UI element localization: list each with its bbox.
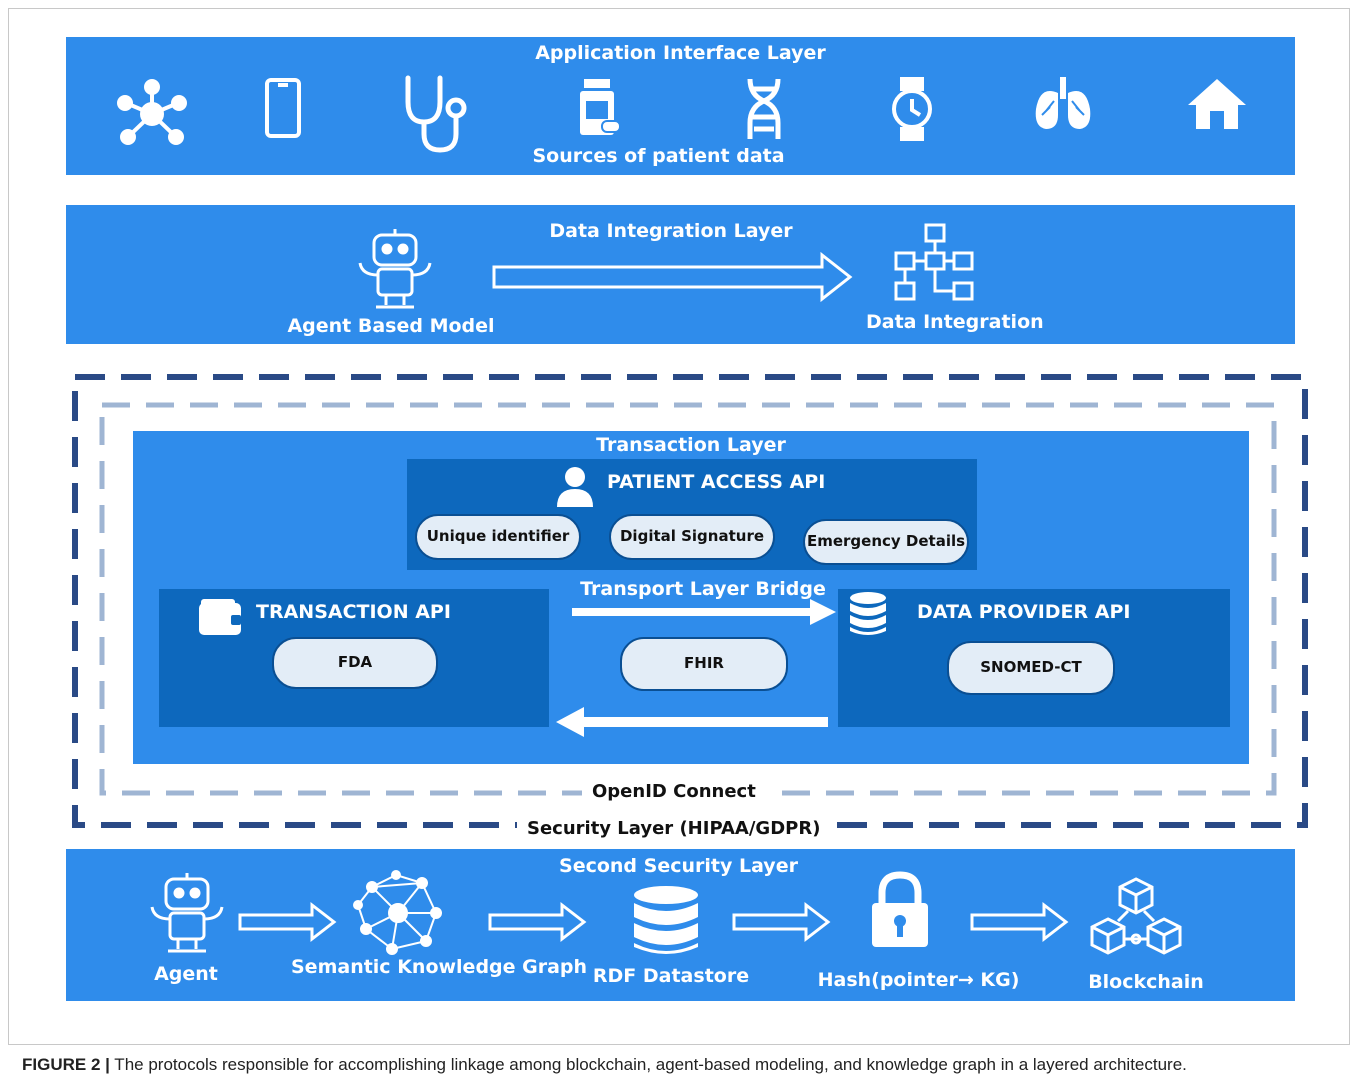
agent-based-model-label: Agent Based Model xyxy=(287,315,495,337)
figure-caption: FIGURE 2 | The protocols responsible for… xyxy=(22,1055,1187,1075)
transport-bridge-title: Transport Layer Bridge xyxy=(580,578,826,600)
hash-pointer-label: Hash(pointer→ KG) xyxy=(817,969,1020,991)
user-icon xyxy=(555,465,595,507)
smartphone-icon xyxy=(264,77,302,139)
patient-access-api: PATIENT ACCESS API Unique identifier Dig… xyxy=(407,459,977,570)
database-icon xyxy=(632,885,700,959)
fhir-pill: FHIR xyxy=(620,637,788,691)
layer-title: Second Security Layer xyxy=(559,855,798,877)
digital-signature-pill: Digital Signature xyxy=(609,514,775,560)
wallet-icon xyxy=(197,597,243,637)
right-arrow-icon xyxy=(570,597,838,627)
application-interface-layer: Application Interface Layer Sources of p… xyxy=(66,37,1295,175)
robot-icon xyxy=(146,871,228,955)
layer-title: Data Integration Layer xyxy=(549,220,793,242)
home-icon xyxy=(1186,77,1248,131)
right-arrow-icon xyxy=(732,901,832,943)
security-layer-label: Security Layer (HIPAA/GDPR) xyxy=(517,818,831,839)
layer-title: Application Interface Layer xyxy=(535,42,826,64)
unique-identifier-pill: Unique identifier xyxy=(415,514,581,560)
flowchart-icon xyxy=(894,223,978,305)
blockchain-icon xyxy=(1090,877,1182,959)
database-icon xyxy=(848,591,888,637)
blockchain-label: Blockchain xyxy=(1088,971,1204,993)
patient-access-api-title: PATIENT ACCESS API xyxy=(607,471,826,493)
right-arrow-icon xyxy=(238,901,338,943)
rdf-datastore-label: RDF Datastore xyxy=(592,965,750,987)
right-arrow-icon xyxy=(488,901,588,943)
data-integration-label: Data Integration xyxy=(866,311,1044,333)
medicine-bottle-icon xyxy=(578,77,622,139)
fda-pill: FDA xyxy=(272,637,438,689)
lungs-icon xyxy=(1032,75,1094,133)
security-layer-frame xyxy=(70,372,1310,830)
knowledge-graph-icon xyxy=(352,869,444,955)
figure-frame xyxy=(8,8,1350,1045)
snomed-ct-pill: SNOMED-CT xyxy=(947,641,1115,695)
agent-label: Agent xyxy=(154,963,218,985)
figure-caption-text: The protocols responsible for accomplish… xyxy=(109,1055,1187,1074)
robot-icon xyxy=(354,227,436,311)
data-provider-api-title: DATA PROVIDER API xyxy=(917,601,1131,623)
data-integration-layer: Data Integration Layer Agent Based Model… xyxy=(66,205,1295,344)
transaction-api: TRANSACTION API FDA xyxy=(159,589,549,727)
data-provider-api: DATA PROVIDER API SNOMED-CT xyxy=(838,589,1230,727)
network-icon xyxy=(116,79,188,149)
stethoscope-icon xyxy=(400,74,468,154)
left-arrow-icon xyxy=(554,705,830,739)
layer-title: Transaction Layer xyxy=(596,434,786,456)
openid-connect-label: OpenID Connect xyxy=(582,781,766,802)
transaction-api-title: TRANSACTION API xyxy=(256,601,451,623)
emergency-details-pill: Emergency Details xyxy=(803,519,969,565)
semantic-knowledge-graph-text: Semantic Knowledge Graph xyxy=(291,956,588,978)
transaction-layer: Transaction Layer PATIENT ACCESS API Uni… xyxy=(133,431,1249,764)
dna-icon xyxy=(746,77,782,141)
figure-caption-label: FIGURE 2 | xyxy=(22,1055,110,1074)
second-security-layer: Second Security Layer Agent Semantic Kno… xyxy=(66,849,1295,1001)
right-arrow-icon xyxy=(970,901,1070,943)
lock-icon xyxy=(870,871,930,949)
smartwatch-icon xyxy=(890,77,934,141)
right-arrow-icon xyxy=(492,251,854,303)
semantic-knowledge-graph-label: Semantic Knowledge Graph xyxy=(291,955,587,979)
layer-subtitle: Sources of patient data xyxy=(532,145,785,167)
